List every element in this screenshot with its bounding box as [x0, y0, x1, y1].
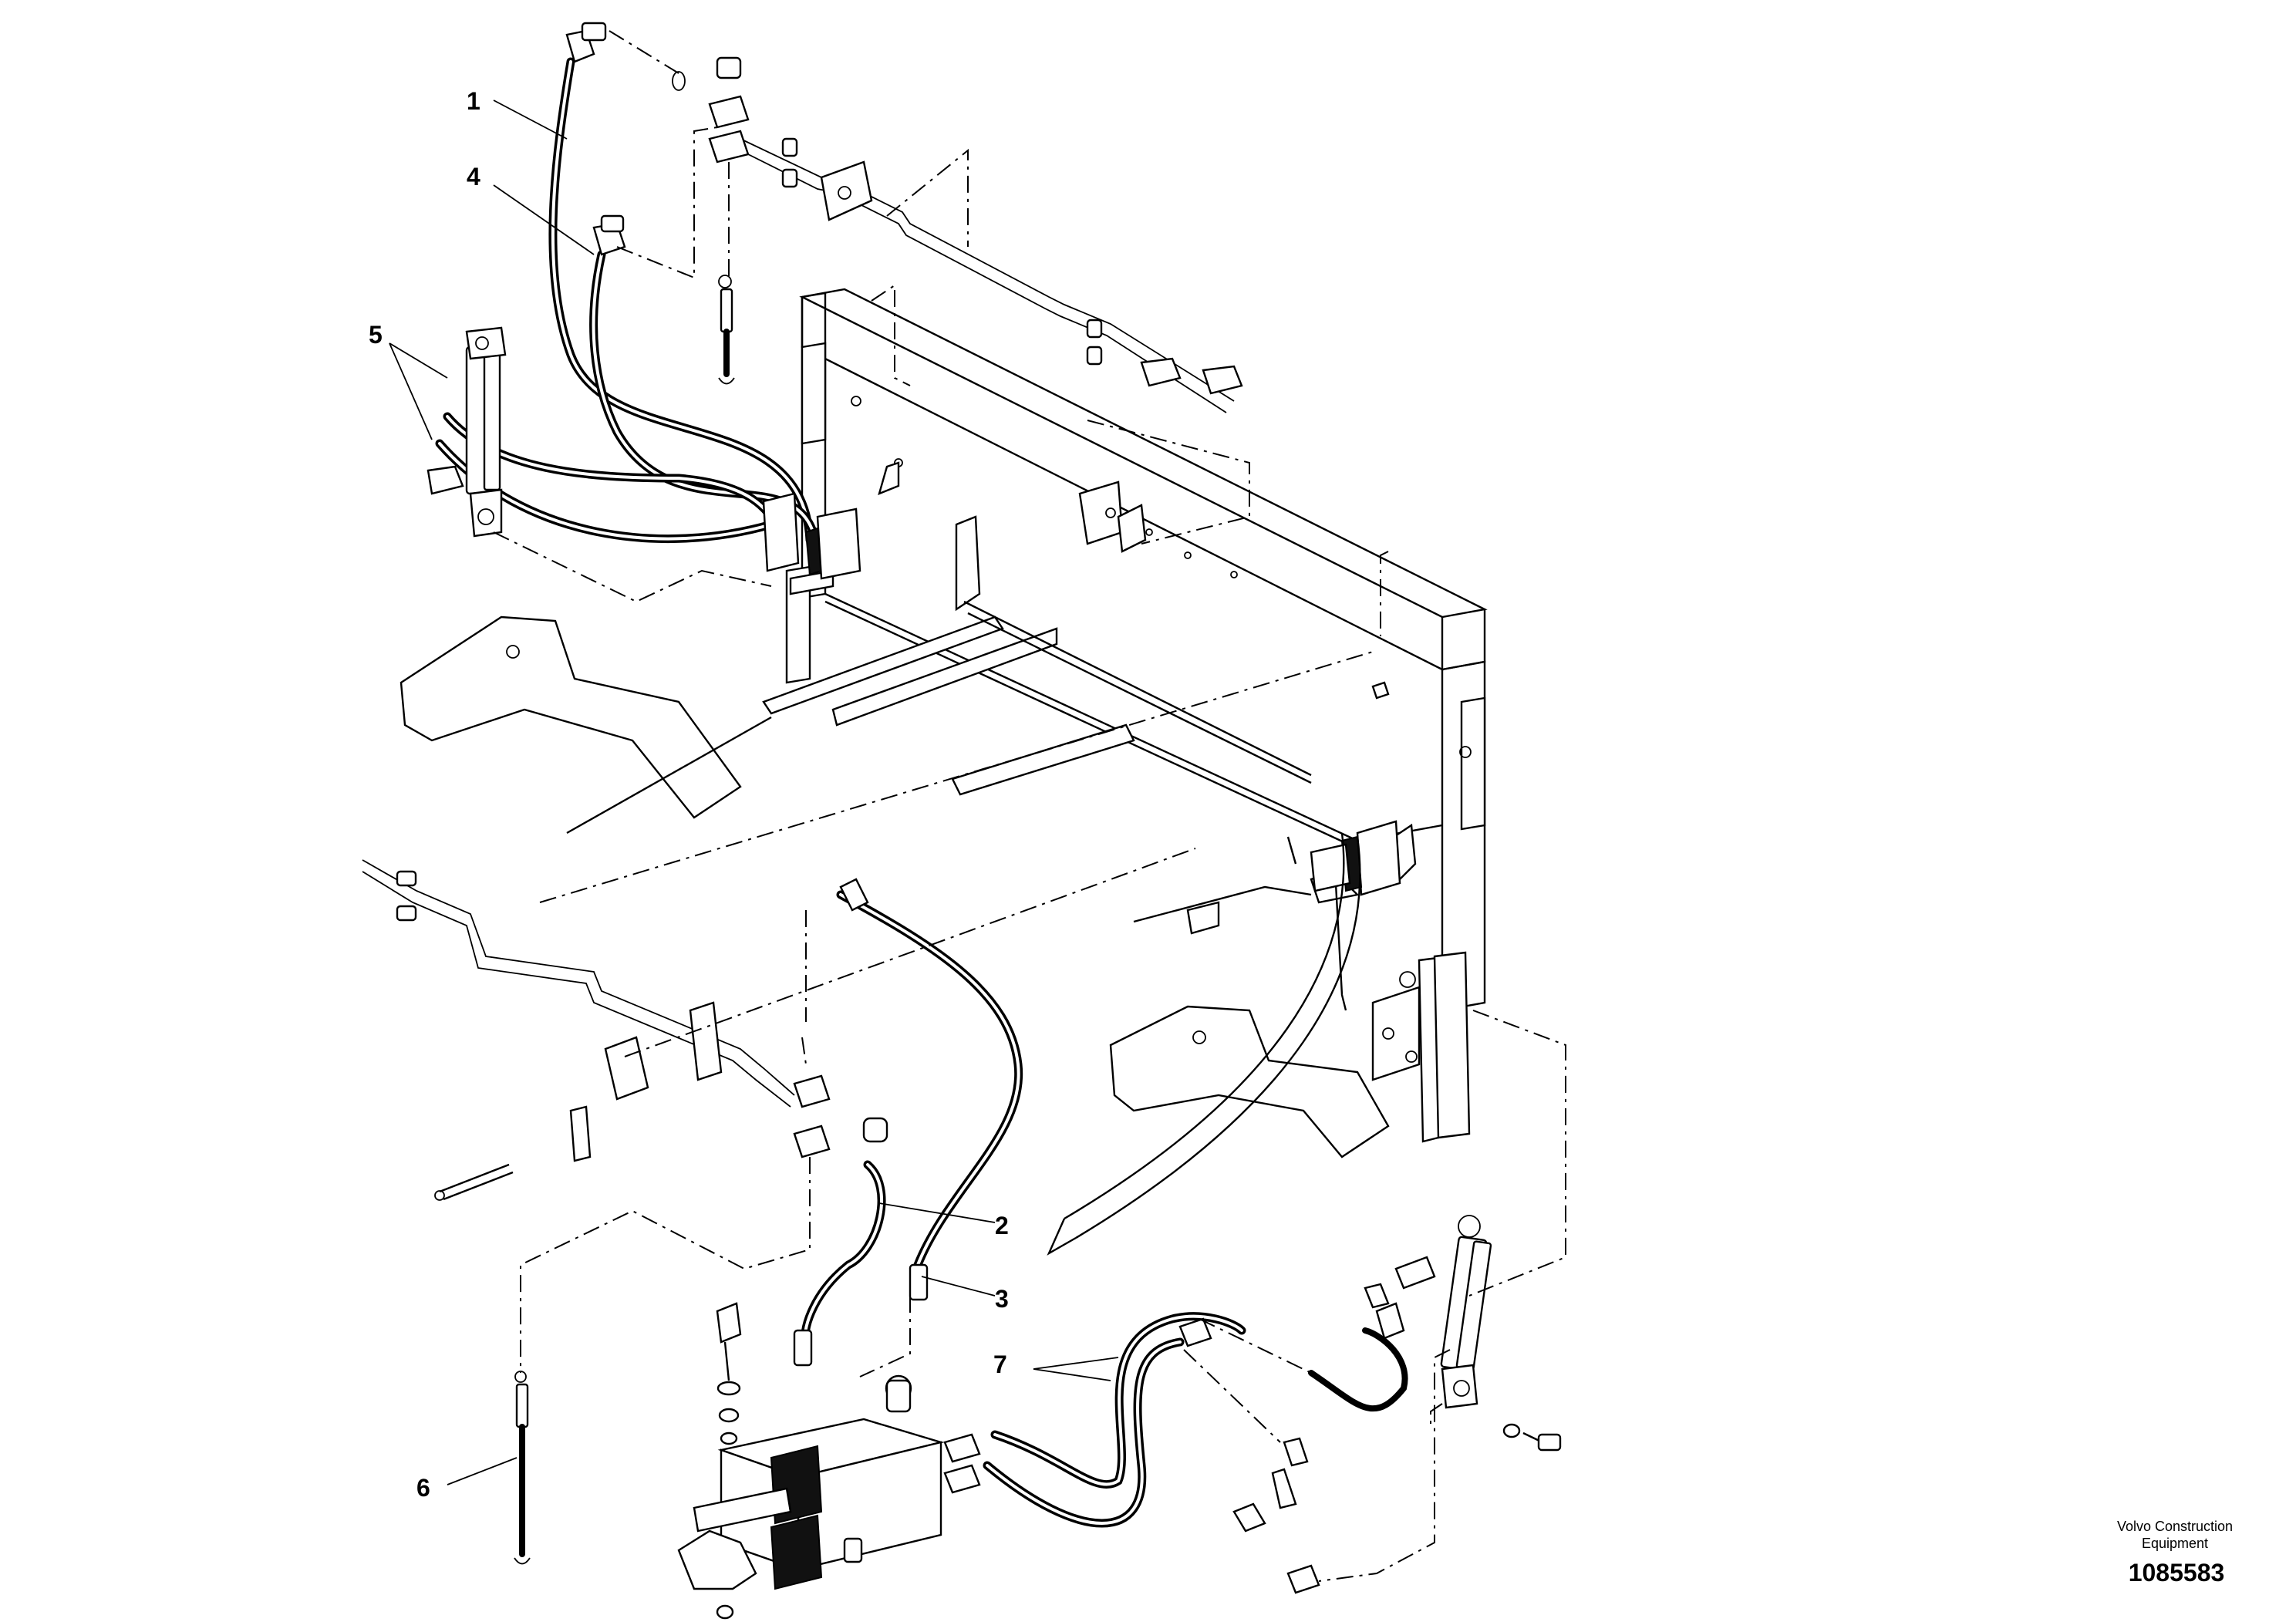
strap-item-6: [514, 1371, 531, 1565]
lower-hoses: [793, 878, 1408, 1528]
callout-2: 2: [995, 1212, 1009, 1239]
callout-leaders: [389, 99, 1119, 1485]
right-cylinder: [1375, 1215, 1562, 1452]
direction-arrow: [1047, 832, 1361, 1256]
title-block: Volvo Construction Equipment 1085583: [2117, 1519, 2233, 1587]
lower-pipe-run: [362, 859, 888, 1201]
upper-valve-block: [762, 492, 861, 580]
callout-6: 6: [416, 1474, 430, 1502]
main-frame: [400, 288, 1488, 1158]
lower-valve-block: [677, 1302, 981, 1620]
callout-4: 4: [467, 163, 480, 191]
left-cylinder: [426, 326, 507, 538]
upper-tee-fittings: [672, 56, 750, 385]
document-number: 1085583: [2129, 1559, 2225, 1587]
brand-line-1: Volvo Construction: [2117, 1519, 2233, 1534]
callout-5: 5: [369, 321, 383, 349]
lower-fittings: [1178, 1283, 1390, 1594]
upper-pipe-run: [740, 137, 1243, 413]
brand-line-2: Equipment: [2142, 1536, 2208, 1551]
callout-7: 7: [993, 1351, 1007, 1378]
callout-3: 3: [995, 1285, 1009, 1313]
dash-dot-lines: [493, 30, 1566, 1582]
callout-labels: 1 4 5 2 3 7 6: [369, 87, 1009, 1502]
callout-1: 1: [467, 87, 480, 115]
